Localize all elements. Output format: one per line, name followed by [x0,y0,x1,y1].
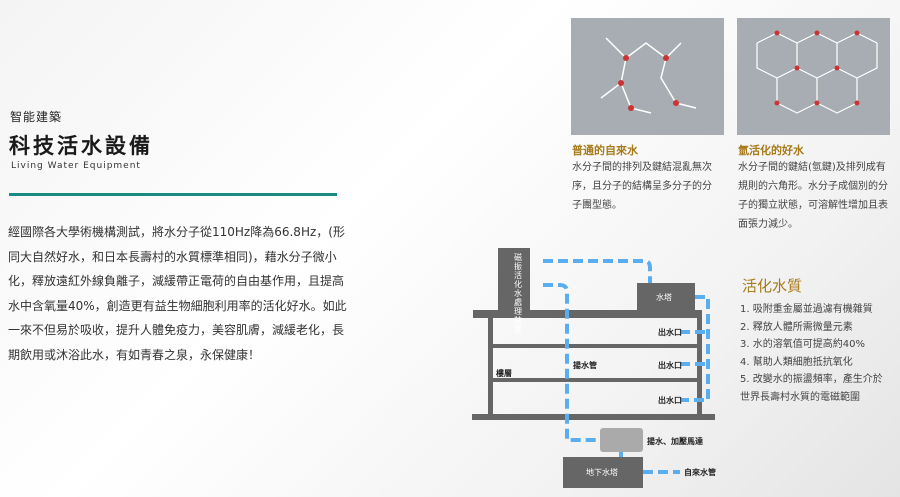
quality-list: 1. 吸附重金屬並過濾有機雜質 2. 釋放人體所需微量元素 3. 水的溶氧值可提… [740,301,890,406]
title-divider [9,193,337,196]
category-label: 智能建築 [10,110,63,124]
outlet-label-1: 出水口 [658,328,682,337]
water-tower-label: 水塔 [656,293,672,302]
outlet-label-3: 出水口 [658,396,682,405]
floor-label: 樓層 [496,369,512,378]
pipe-label: 揚水管 [573,361,597,370]
tap-water-desc: 水分子間的排列及鍵結混亂無次序，且分子的結構呈多分子的分子團型態。 [572,162,712,211]
quality-item: 3. 水的溶氧值可提高約40% [740,339,865,350]
quality-item: 5. 改變水的振盪頻率，產生介於世界長壽村水質的電磁範圍 [740,374,883,403]
city-pipe-label: 自來水管 [684,468,716,477]
tap-water-title: 普通的自來水 [572,144,638,157]
quality-item: 4. 幫助人類細胞抵抗氧化 [740,356,853,368]
underground-tank-label: 地下水塔 [586,468,618,477]
activated-water-desc: 水分子間的鍵結(氫鍵)及排列成有規則的六角形。水分子成個別的分子的獨立狀態，可溶… [738,162,888,230]
page-title: 科技活水設備 [9,134,153,158]
pump-label: 揚水、加壓馬達 [647,437,703,446]
disordered-molecule-image [571,18,724,135]
hexagonal-molecule-image [737,18,890,135]
page-subtitle: Living Water Equipment [11,161,141,171]
quality-item: 2. 釋放人體所需微量元素 [740,321,853,333]
activated-water-title: 氫活化的好水 [738,144,804,157]
body-text: 經國際各大學術機構測試，將水分子從110Hz降為66.8Hz，(形同大自然好水，… [8,225,347,362]
quality-item: 1. 吸附重金屬並過濾有機雜質 [740,304,873,315]
outlet-label-2: 出水口 [658,361,682,370]
device-label: 磁振活化水處理裝置 [514,253,522,334]
quality-title: 活化水質 [742,277,803,295]
